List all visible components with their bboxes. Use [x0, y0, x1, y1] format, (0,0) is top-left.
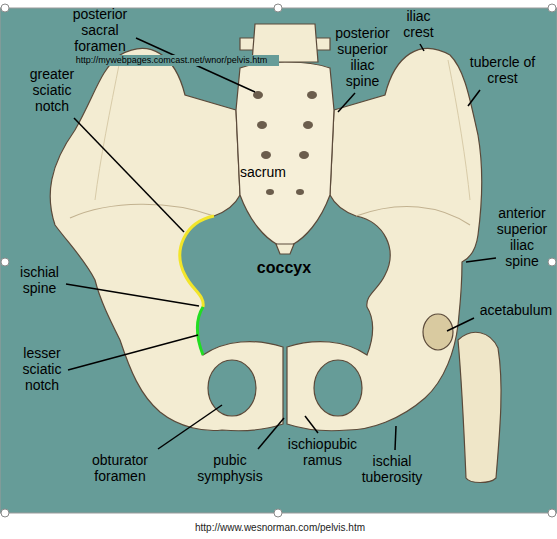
part-label: ischial spine: [12, 264, 67, 296]
handle-dot: [274, 4, 282, 12]
part-label: sacrum: [238, 164, 288, 180]
label-anchor: coccyx: [253, 259, 315, 277]
label-anchor: obturator foramen: [85, 452, 155, 484]
leader-line: [158, 405, 222, 449]
label-anchor: lesser sciatic notch: [12, 345, 72, 393]
leader-line: [395, 426, 396, 450]
leader-line: [420, 44, 424, 51]
handle-dot: [1, 258, 9, 266]
label-anchor: ischial spine: [12, 264, 67, 296]
leader-line: [338, 93, 355, 112]
label-anchor: iliac crest: [396, 8, 441, 40]
foramen-dot: [296, 189, 304, 195]
handle-dot: [548, 4, 556, 12]
shading-line: [95, 60, 120, 200]
label-anchor: sacrum: [238, 164, 288, 180]
lesser-notch-highlight: [197, 307, 203, 355]
coccyx-bone: [276, 244, 294, 254]
part-label: coccyx: [253, 259, 315, 277]
label-anchor: http://www.wesnorman.com/pelvis.htm: [140, 522, 420, 534]
foramen-dot: [307, 91, 317, 99]
label-anchor: posterior superior iliac spine: [334, 25, 391, 89]
label-anchor: greater sciatic notch: [22, 66, 82, 114]
handle-dot: [1, 509, 9, 517]
label-anchor: ischiopubic ramus: [285, 436, 360, 468]
part-label: ischial tuberosity: [357, 453, 427, 485]
leader-line: [468, 90, 480, 106]
greater-notch-highlight: [180, 216, 214, 307]
arcuate-line: [356, 206, 470, 225]
label-anchor: acetabulum: [478, 302, 554, 318]
leader-line: [305, 416, 318, 433]
leader-line: [74, 118, 184, 232]
handle-dot: [274, 509, 282, 517]
background-panel: [0, 8, 557, 513]
arcuate-line: [70, 204, 214, 218]
foramen-dot: [299, 151, 309, 159]
foramen-dot: [266, 189, 274, 195]
label-anchor: ischial tuberosity: [357, 453, 427, 485]
label-anchor: http://mywebpages.comcast.net/wnor/pelvi…: [64, 55, 279, 66]
handle-dot: [1, 4, 9, 12]
part-label: posterior sacral foramen: [65, 6, 135, 54]
part-label: pubic symphysis: [195, 452, 265, 484]
obturator-hole: [208, 360, 256, 416]
leader-lines: [66, 38, 496, 450]
shading-line: [448, 60, 470, 200]
label-anchor: posterior sacral foramen: [65, 6, 135, 54]
part-label: lesser sciatic notch: [12, 345, 72, 393]
part-label: anterior superior iliac spine: [494, 205, 550, 269]
part-label: posterior superior iliac spine: [334, 25, 391, 89]
part-label: iliac crest: [396, 8, 441, 40]
part-label: greater sciatic notch: [22, 66, 82, 114]
acetabulum-socket: [423, 314, 453, 350]
leader-line: [447, 318, 474, 331]
obturator-hole: [314, 360, 362, 416]
part-label: ischiopubic ramus: [285, 436, 360, 468]
foramen-dot: [261, 151, 271, 159]
label-anchor: pubic symphysis: [195, 452, 265, 484]
leader-line: [466, 258, 496, 262]
part-label: acetabulum: [478, 302, 554, 318]
part-label: tubercle of crest: [465, 54, 540, 86]
source-url: http://www.wesnorman.com/pelvis.htm: [140, 522, 420, 534]
handle-dot: [548, 258, 556, 266]
label-anchor: anterior superior iliac spine: [494, 205, 550, 269]
part-label: obturator foramen: [85, 452, 155, 484]
label-anchor: tubercle of crest: [465, 54, 540, 86]
femur-shape: [458, 332, 501, 482]
foramen-dot: [303, 121, 313, 129]
frame-handles: [1, 4, 556, 517]
leader-line: [66, 284, 199, 306]
source-url: http://mywebpages.comcast.net/wnor/pelvi…: [64, 55, 279, 66]
leader-line: [68, 335, 198, 370]
handle-dot: [548, 509, 556, 517]
leader-line: [258, 418, 284, 449]
foramen-dot: [257, 121, 267, 129]
